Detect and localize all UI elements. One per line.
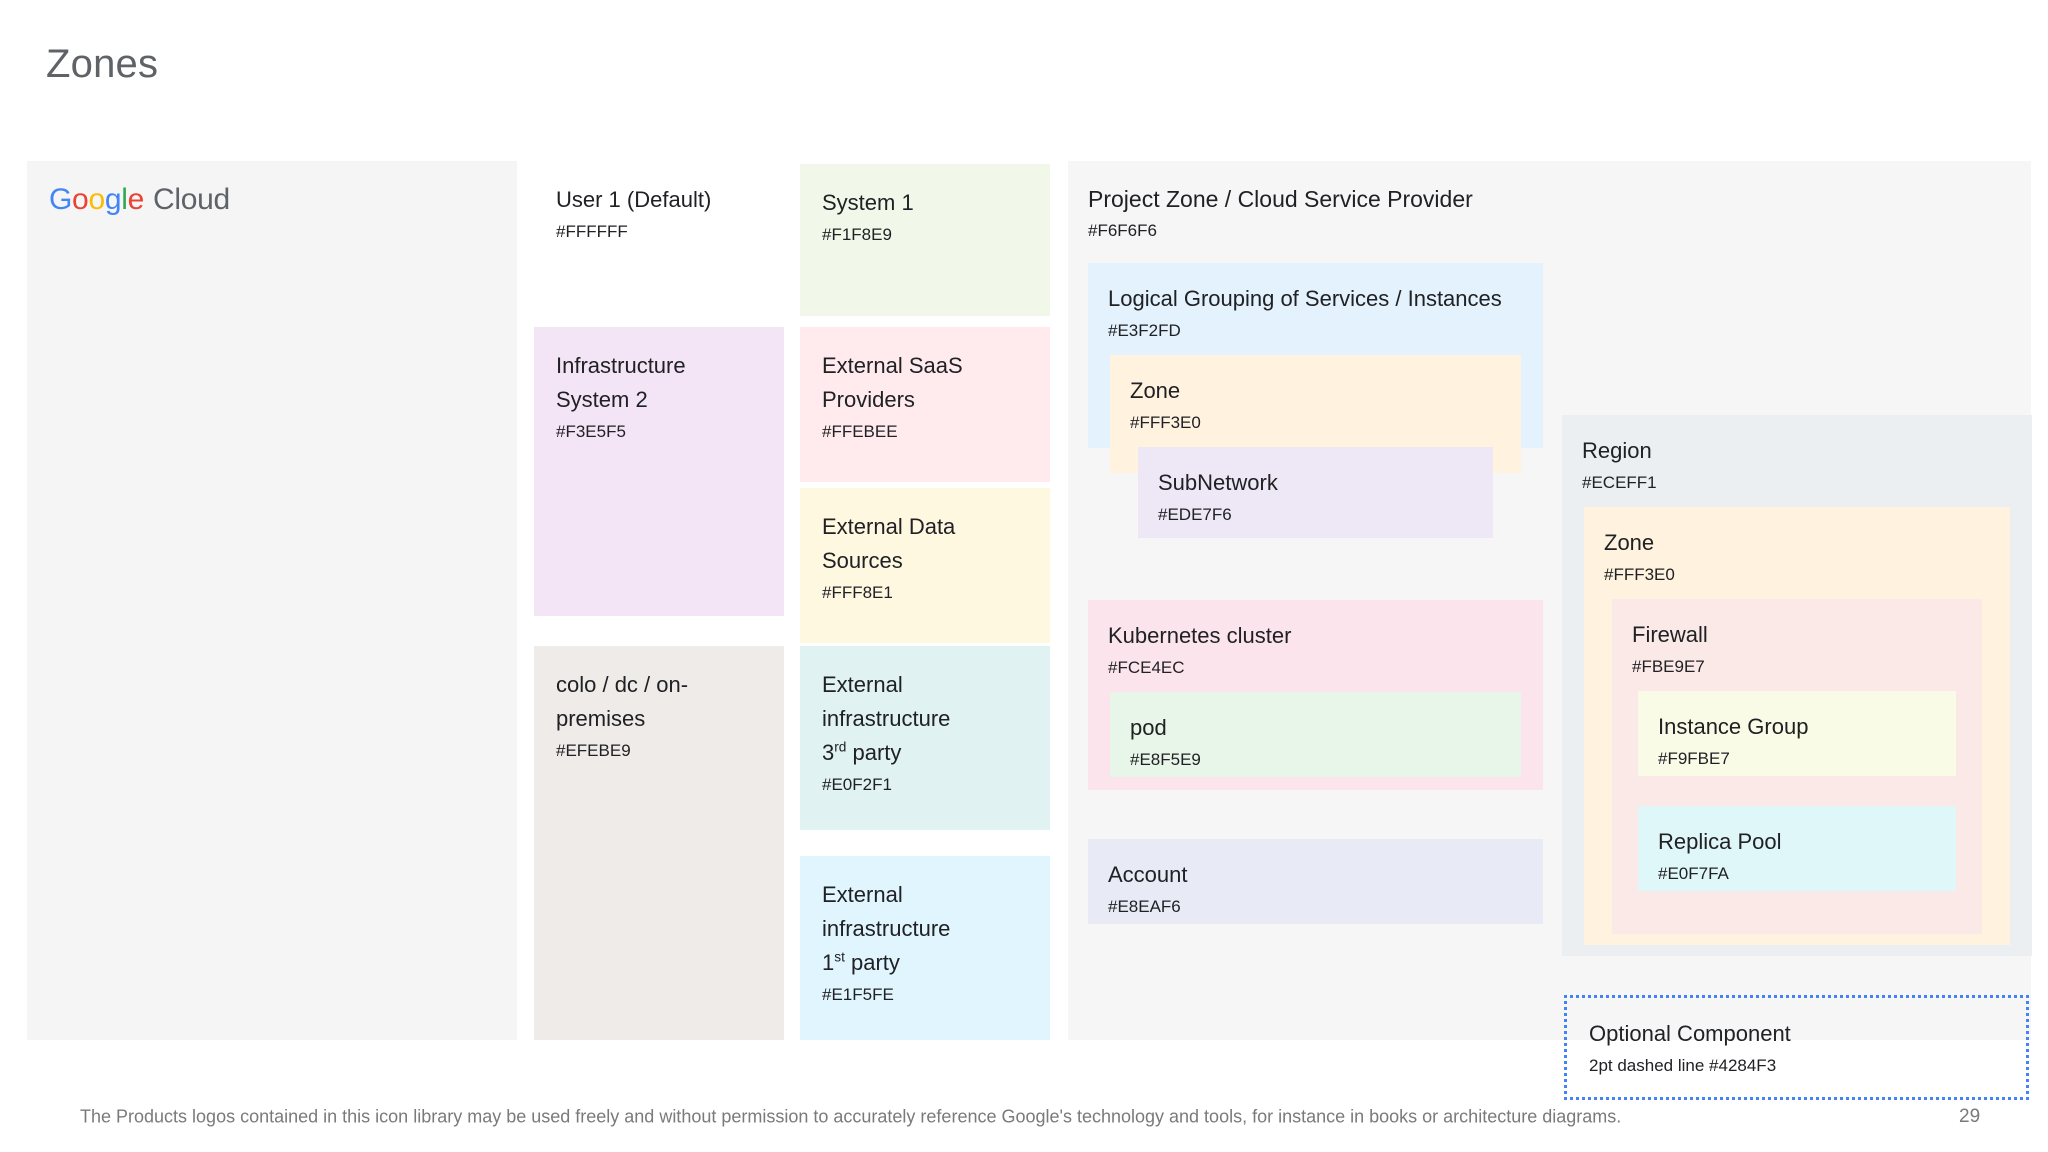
- legend-label: External infrastructure 3rd party: [822, 668, 1028, 770]
- firewall-box: Firewall #FBE9E7 Instance Group #F9FBE7 …: [1612, 599, 1982, 934]
- legend-label: Optional Component: [1589, 1021, 1791, 1046]
- legend-label: pod: [1130, 715, 1167, 740]
- legend-label-tail: party: [846, 740, 902, 765]
- legend-label-ordinal: 3: [822, 740, 835, 765]
- legend-label: Infrastructure System 2: [556, 353, 686, 412]
- legend-label: Logical Grouping of Services / Instances: [1108, 286, 1502, 311]
- legend-box-infrastructure-system-2: Infrastructure System 2 #F3E5F5: [534, 327, 784, 616]
- legend-label-ordinal-suffix: st: [834, 949, 845, 965]
- legend-box-external-infrastructure-3rd-party: External infrastructure 3rd party #E0F2F…: [800, 646, 1050, 830]
- legend-label: Region: [1582, 438, 1652, 463]
- legend-hex: #E0F2F1: [822, 775, 892, 794]
- zone-box-region: Zone #FFF3E0 Firewall #FBE9E7 Instance G…: [1584, 507, 2010, 945]
- legend-label: Instance Group: [1658, 714, 1809, 739]
- legend-hex: #EDE7F6: [1158, 505, 1232, 524]
- legend-box-external-infrastructure-1st-party: External infrastructure 1st party #E1F5F…: [800, 856, 1050, 1040]
- logo-letter-o2: o: [88, 183, 105, 216]
- legend-hex: 2pt dashed line #4284F3: [1589, 1056, 1777, 1075]
- kubernetes-cluster-box: Kubernetes cluster #FCE4EC pod #E8F5E9: [1088, 600, 1543, 790]
- legend-label: System 1: [822, 190, 914, 215]
- replica-pool-box: Replica Pool #E0F7FA: [1638, 806, 1956, 891]
- legend-hex: #FBE9E7: [1632, 657, 1705, 676]
- legend-label-main: External infrastructure: [822, 882, 951, 941]
- legend-hex: #E3F2FD: [1108, 321, 1181, 340]
- legend-hex: #ECEFF1: [1582, 473, 1657, 492]
- legend-box-user-1: User 1 (Default) #FFFFFF: [534, 161, 784, 321]
- footer-note: The Products logos contained in this ico…: [80, 1106, 1622, 1127]
- zone-box-logical: Zone #FFF3E0 SubNetwork #EDE7F6: [1110, 355, 1521, 538]
- legend-hex: #F9FBE7: [1658, 749, 1730, 768]
- account-box: Account #E8EAF6: [1088, 839, 1543, 924]
- legend-hex: #F3E5F5: [556, 422, 626, 441]
- pod-box: pod #E8F5E9: [1110, 692, 1521, 777]
- legend-hex: #FFF3E0: [1130, 413, 1201, 432]
- logo-letter-e: e: [127, 183, 145, 216]
- subnetwork-box: SubNetwork #EDE7F6: [1138, 447, 1493, 538]
- legend-label: Kubernetes cluster: [1108, 623, 1292, 648]
- legend-label: External infrastructure 1st party: [822, 878, 1028, 980]
- optional-component-box: Optional Component 2pt dashed line #4284…: [1564, 995, 2029, 1100]
- legend-label: Project Zone / Cloud Service Provider: [1088, 186, 1473, 212]
- legend-label: Zone: [1604, 530, 1655, 555]
- legend-label-ordinal: 1: [822, 950, 835, 975]
- legend-label-ordinal-suffix: rd: [834, 739, 847, 755]
- legend-label: Firewall: [1632, 622, 1708, 647]
- legend-hex: #E8F5E9: [1130, 750, 1201, 769]
- legend-hex: #FFF8E1: [822, 583, 893, 602]
- legend-hex: #EFEBE9: [556, 741, 631, 760]
- logo-letter-o1: o: [72, 183, 89, 216]
- legend-hex: #E8EAF6: [1108, 897, 1181, 916]
- legend-label: Replica Pool: [1658, 829, 1782, 854]
- legend-label-tail: party: [844, 950, 900, 975]
- legend-label: Account: [1108, 862, 1188, 887]
- legend-box-system-1: System 1 #F1F8E9: [800, 164, 1050, 316]
- legend-hex: #E0F7FA: [1658, 864, 1729, 883]
- legend-box-external-saas-providers: External SaaS Providers #FFEBEE: [800, 327, 1050, 482]
- legend-hex: #FFF3E0: [1604, 565, 1675, 584]
- legend-box-colo-dc-on-premises: colo / dc / on-premises #EFEBE9: [534, 646, 784, 1040]
- footer-page-number: 29: [1959, 1106, 1981, 1127]
- legend-label: User 1 (Default): [556, 187, 712, 212]
- legend-hex: #E1F5FE: [822, 985, 894, 1004]
- legend-hex: #F1F8E9: [822, 225, 892, 244]
- project-zone-header: Project Zone / Cloud Service Provider #F…: [1088, 182, 1473, 244]
- instance-group-box: Instance Group #F9FBE7: [1638, 691, 1956, 776]
- logo-letter-g1: G: [49, 183, 73, 216]
- legend-hex: #FFFFFF: [556, 222, 628, 241]
- logo-suffix-cloud: Cloud: [152, 183, 230, 216]
- region-box: Region #ECEFF1 Zone #FFF3E0 Firewall #FB…: [1562, 415, 2032, 956]
- legend-label-main: External infrastructure: [822, 672, 951, 731]
- legend-label: External Data Sources: [822, 514, 956, 573]
- legend-label: SubNetwork: [1158, 470, 1278, 495]
- page-title: Zones: [46, 42, 159, 86]
- legend-hex: #FCE4EC: [1108, 658, 1185, 677]
- logo-letter-g2: g: [104, 183, 122, 216]
- project-zone-container: Project Zone / Cloud Service Provider #F…: [1068, 161, 2032, 1100]
- legend-label: colo / dc / on-premises: [556, 672, 689, 731]
- legend-box-external-data-sources: External Data Sources #FFF8E1: [800, 488, 1050, 643]
- legend-label: Zone: [1130, 378, 1181, 403]
- legend-hex: #F6F6F6: [1088, 221, 1157, 240]
- logical-grouping-box: Logical Grouping of Services / Instances…: [1088, 263, 1543, 538]
- logo-letter-l: l: [121, 183, 128, 216]
- legend-label: External SaaS Providers: [822, 353, 963, 412]
- legend-hex: #FFEBEE: [822, 422, 898, 441]
